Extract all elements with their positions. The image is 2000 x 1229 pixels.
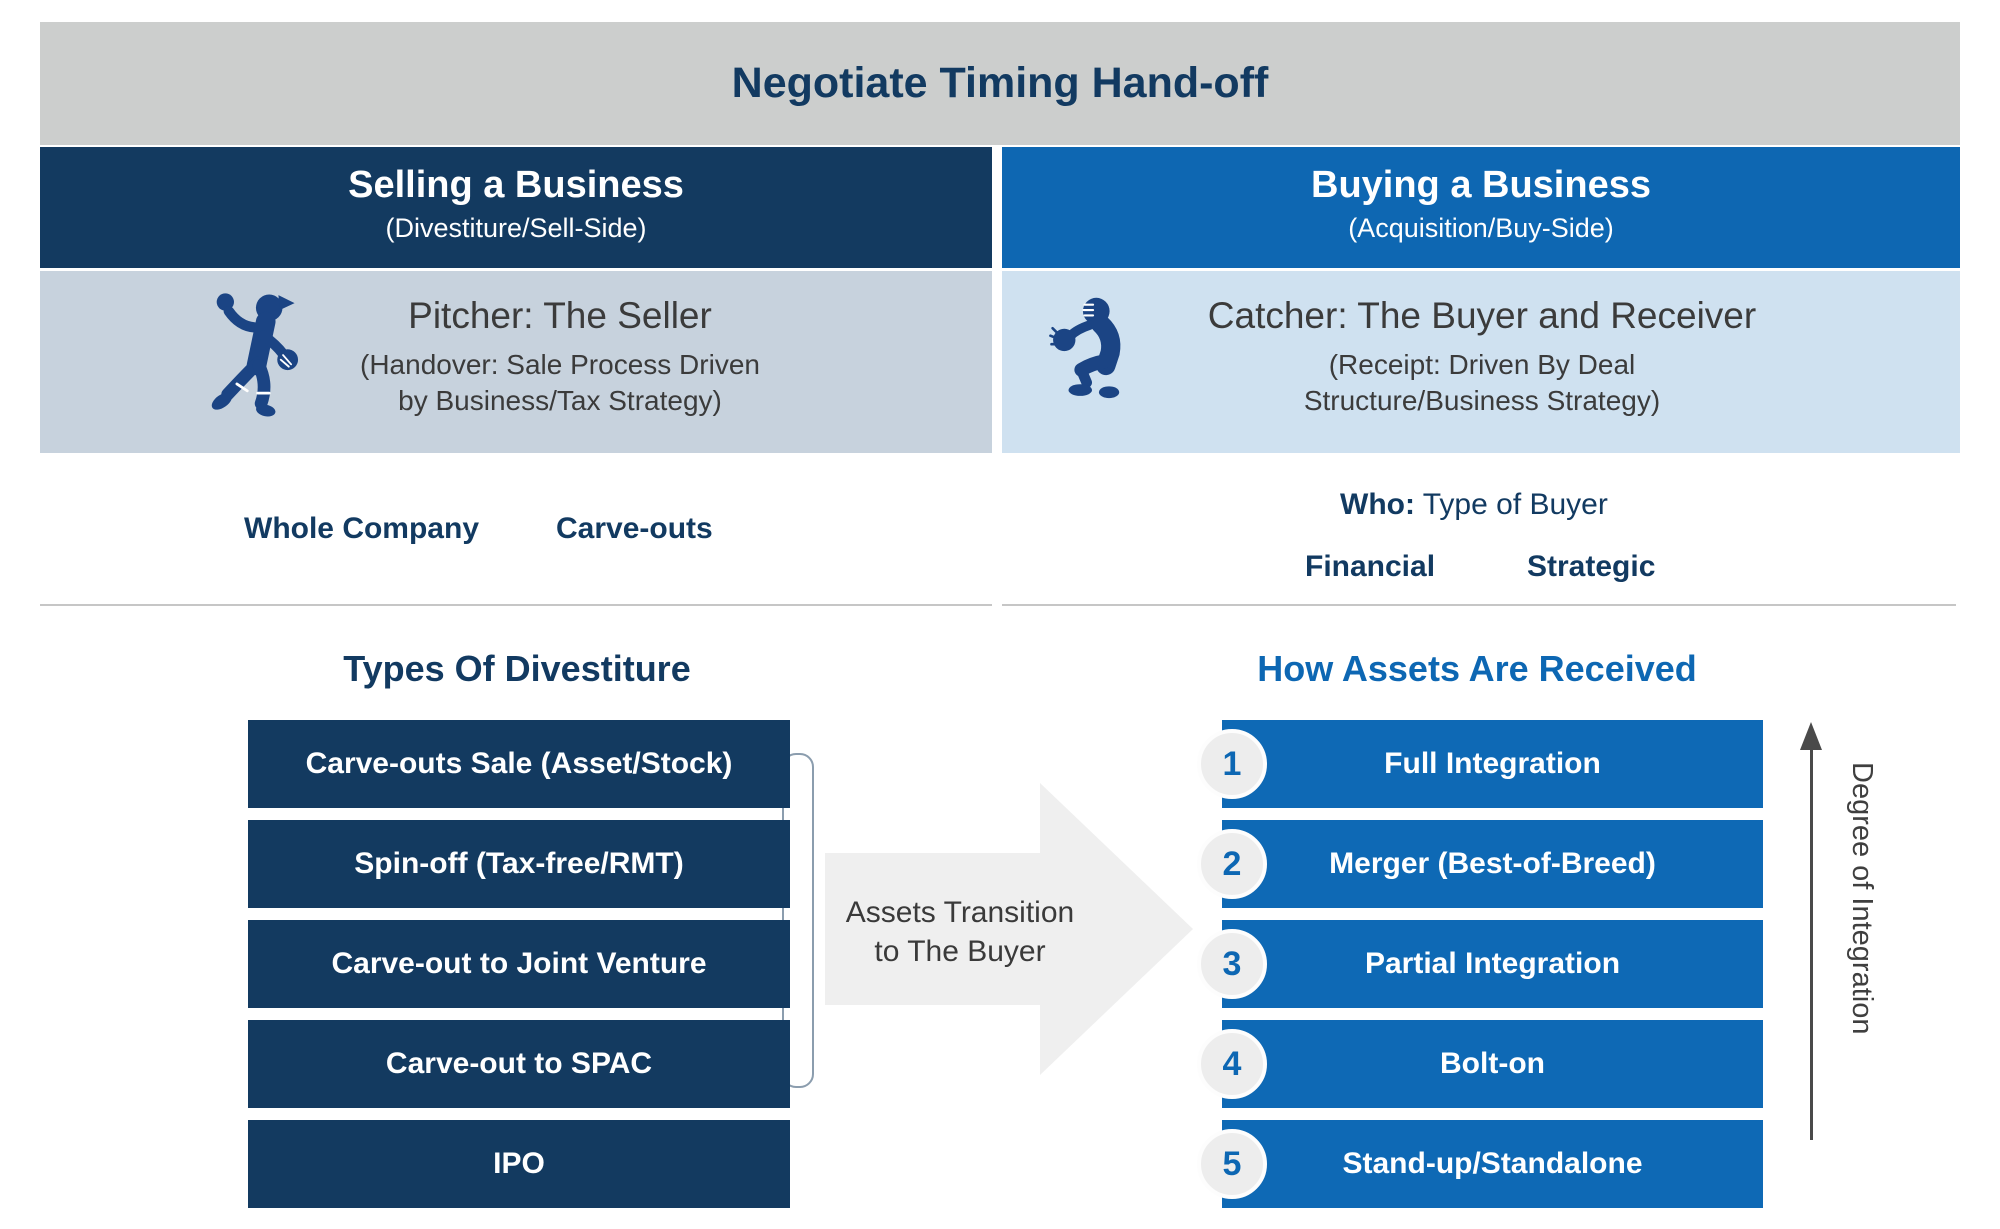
baseball-catcher-icon: [1044, 293, 1156, 405]
divestiture-bar-3: Carve-out to Joint Venture: [248, 920, 790, 1008]
buying-role-band: Catcher: The Buyer and Receiver (Receipt…: [1002, 271, 1960, 453]
degree-axis-arrowhead-icon: [1800, 722, 1822, 750]
buying-role-subtitle-line1: (Receipt: Driven By Deal: [1328, 349, 1636, 380]
selling-header-title: Selling a Business: [348, 164, 684, 206]
number-badge-2: 2: [1197, 829, 1267, 899]
selling-role-title: Pitcher: The Seller: [408, 295, 712, 336]
divider-right: [1002, 604, 1956, 606]
number-badge-4: 4: [1197, 1029, 1267, 1099]
degree-axis-line: [1810, 748, 1813, 1140]
selling-role-subtitle-line1: (Handover: Sale Process Driven: [360, 349, 760, 380]
divestiture-bar-5: IPO: [248, 1120, 790, 1208]
divider-left: [40, 604, 992, 606]
received-bar-4: Bolt-on: [1222, 1020, 1763, 1108]
divestiture-bar-4: Carve-out to SPAC: [248, 1020, 790, 1108]
received-bar-2: Merger (Best-of-Breed): [1222, 820, 1763, 908]
degree-of-integration-label: Degree of Integration: [1846, 762, 1878, 1035]
slide-title: Negotiate Timing Hand-off: [731, 59, 1269, 107]
title-band: Negotiate Timing Hand-off: [40, 22, 1960, 145]
buying-role-subtitle-line2: Structure/Business Strategy): [1303, 384, 1661, 416]
types-of-divestiture-heading: Types Of Divestiture: [343, 648, 691, 689]
buying-header: Buying a Business (Acquisition/Buy-Side): [1002, 147, 1960, 268]
received-bar-1: Full Integration: [1222, 720, 1763, 808]
who-type-of-buyer: Who: Type of Buyer: [1340, 488, 1608, 522]
buying-header-subtitle: (Acquisition/Buy-Side): [1348, 213, 1614, 243]
how-assets-are-received-heading: How Assets Are Received: [1257, 648, 1697, 689]
divestiture-bar-2: Spin-off (Tax-free/RMT): [248, 820, 790, 908]
divestiture-bar-1: Carve-outs Sale (Asset/Stock): [248, 720, 790, 808]
baseball-pitcher-icon: [208, 287, 320, 437]
selling-role-band: Pitcher: The Seller (Handover: Sale Proc…: [40, 271, 992, 453]
received-bar-5: Stand-up/Standalone: [1222, 1120, 1763, 1208]
tag-carve-outs: Carve-outs: [556, 512, 713, 545]
who-text: Type of Buyer: [1414, 488, 1608, 521]
selling-header-subtitle: (Divestiture/Sell-Side): [385, 213, 647, 243]
transition-arrow-body: [825, 853, 1041, 1005]
number-badge-3: 3: [1197, 929, 1267, 999]
who-label: Who:: [1340, 488, 1415, 521]
number-badge-5: 5: [1197, 1129, 1267, 1199]
number-badge-1: 1: [1197, 729, 1267, 799]
selling-header: Selling a Business (Divestiture/Sell-Sid…: [40, 147, 992, 268]
transition-arrow-head: [1040, 783, 1193, 1075]
received-bar-3: Partial Integration: [1222, 920, 1763, 1008]
buying-header-title: Buying a Business: [1311, 164, 1651, 206]
tag-whole-company: Whole Company: [244, 512, 480, 545]
transition-arrow-label: Assets Transition to The Buyer: [845, 896, 1075, 968]
selling-role-subtitle-line2: by Business/Tax Strategy): [398, 384, 722, 416]
tag-financial: Financial: [1305, 550, 1436, 583]
buying-role-title: Catcher: The Buyer and Receiver: [1207, 295, 1757, 336]
tag-strategic: Strategic: [1527, 550, 1656, 583]
